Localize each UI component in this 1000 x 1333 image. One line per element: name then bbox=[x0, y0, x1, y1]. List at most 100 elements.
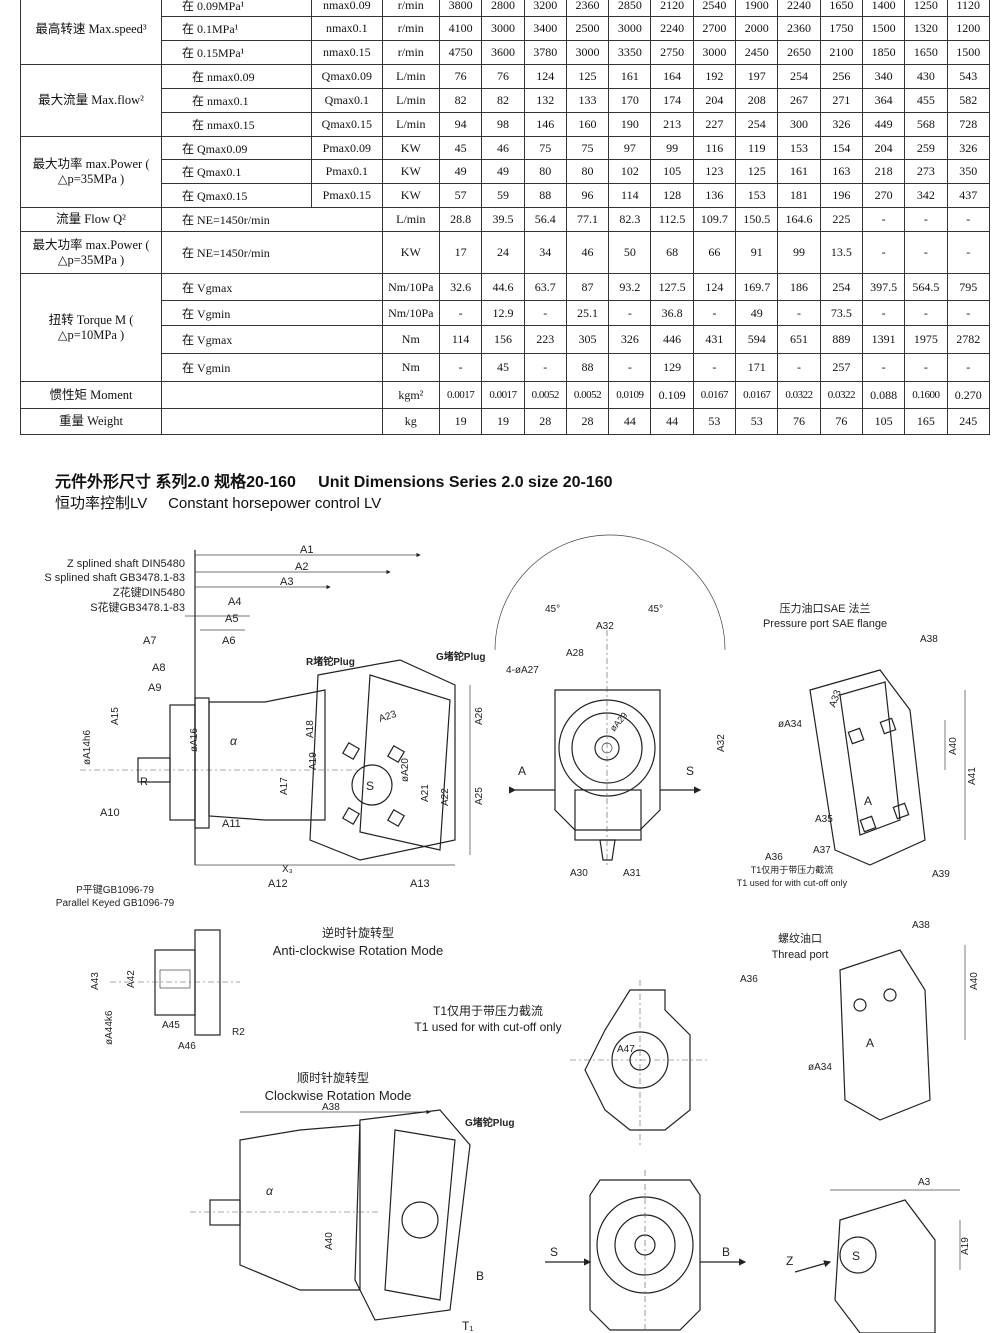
clockwise-cn: 顺时针旋转型 bbox=[297, 1070, 369, 1085]
port-s-front: S bbox=[686, 764, 694, 778]
value-cell: 0.109 bbox=[650, 381, 694, 409]
value-cell: 2800 bbox=[481, 0, 525, 17]
value-cell: 66 bbox=[692, 231, 737, 274]
value-cell: 2540 bbox=[692, 0, 737, 17]
value-cell: 245 bbox=[946, 408, 991, 435]
value-cell: 1500 bbox=[861, 16, 906, 41]
value-cell: 543 bbox=[946, 64, 991, 89]
value-cell: 270 bbox=[861, 183, 906, 208]
unit-cell: r/min bbox=[381, 40, 441, 65]
anticlockwise-cn: 逆时针旋转型 bbox=[322, 925, 394, 940]
front-view-pump: 45° 45° A32 A28 4-øA27 A32 øA29 A S A30 … bbox=[494, 534, 727, 879]
value-cell: 80 bbox=[523, 159, 567, 184]
value-cell: 204 bbox=[692, 88, 737, 113]
value-cell: 254 bbox=[819, 273, 863, 301]
value-cell: 73.5 bbox=[819, 300, 863, 326]
value-cell: 96 bbox=[565, 183, 610, 208]
value-cell: 161 bbox=[608, 64, 652, 89]
value-cell: 153 bbox=[777, 136, 821, 160]
value-cell: 36.8 bbox=[650, 300, 694, 326]
value-cell: 449 bbox=[861, 112, 906, 137]
value-cell: 1250 bbox=[904, 0, 948, 17]
value-cell: 136 bbox=[692, 183, 737, 208]
value-cell: 0.1600 bbox=[904, 381, 948, 409]
value-cell: 0.0017 bbox=[438, 381, 483, 409]
value-cell: 364 bbox=[861, 88, 906, 113]
dim-a9: A9 bbox=[148, 682, 161, 694]
value-cell: 437 bbox=[946, 183, 991, 208]
bottom-right-view: A3 S Z A19 bbox=[786, 1177, 971, 1333]
dim-a47: A47 bbox=[617, 1044, 635, 1055]
value-cell: 12.9 bbox=[481, 300, 525, 326]
value-cell: 91 bbox=[735, 231, 779, 274]
unit-cell: KW bbox=[381, 159, 441, 184]
dim-a14: øA14h6 bbox=[82, 730, 93, 765]
value-cell: - bbox=[608, 300, 652, 326]
value-cell: 305 bbox=[565, 325, 610, 354]
value-cell: 123 bbox=[692, 159, 737, 184]
unit-cell: KW bbox=[381, 231, 441, 274]
value-cell: 28 bbox=[523, 408, 567, 435]
value-cell: 273 bbox=[904, 159, 948, 184]
value-cell: 116 bbox=[692, 136, 737, 160]
value-cell: 1391 bbox=[861, 325, 906, 354]
dim-a22: A22 bbox=[440, 788, 451, 806]
value-cell: 0.0017 bbox=[481, 381, 525, 409]
row-group-label: 最大流量 Max.flow² bbox=[19, 64, 163, 137]
thread-port-en: Thread port bbox=[772, 949, 829, 961]
dim-a34: øA34 bbox=[778, 719, 802, 730]
value-cell: 94 bbox=[438, 112, 483, 137]
unit-cell: KW bbox=[381, 136, 441, 160]
value-cell: 45 bbox=[438, 136, 483, 160]
value-cell: 1650 bbox=[819, 0, 863, 17]
value-cell: 133 bbox=[565, 88, 610, 113]
symbol-cell: Pmax0.09 bbox=[311, 136, 383, 160]
value-cell: 82 bbox=[438, 88, 483, 113]
value-cell: - bbox=[861, 300, 906, 326]
row-group-label: 最高转速 Max.speed³ bbox=[19, 0, 163, 65]
value-cell: 169.7 bbox=[735, 273, 779, 301]
value-cell: 32.6 bbox=[438, 273, 483, 301]
value-cell: 44.6 bbox=[481, 273, 525, 301]
dim-a38-mid: A38 bbox=[912, 920, 930, 931]
value-cell: 125 bbox=[735, 159, 779, 184]
symbol-cell: Pmax0.1 bbox=[311, 159, 383, 184]
value-cell: 204 bbox=[861, 136, 906, 160]
value-cell: - bbox=[777, 300, 821, 326]
value-cell: 128 bbox=[650, 183, 694, 208]
value-cell: 208 bbox=[735, 88, 779, 113]
anticlockwise-en: Anti-clockwise Rotation Mode bbox=[273, 943, 444, 958]
pressure-port-view: 压力油口SAE 法兰 Pressure port SAE flange A38 … bbox=[737, 601, 978, 888]
clockwise-front-view: S B bbox=[545, 1170, 747, 1333]
value-cell: 87 bbox=[565, 273, 610, 301]
value-cell: 1320 bbox=[904, 16, 948, 41]
value-cell: 326 bbox=[819, 112, 863, 137]
pressure-port-cn: 压力油口SAE 法兰 bbox=[779, 601, 870, 615]
value-cell: 28 bbox=[565, 408, 610, 435]
value-cell: 340 bbox=[861, 64, 906, 89]
value-cell: 132 bbox=[523, 88, 567, 113]
symbol-cell: nmax0.09 bbox=[311, 0, 383, 17]
value-cell: 150.5 bbox=[735, 207, 779, 232]
parallel-key-en: Parallel Keyed GB1096-79 bbox=[56, 898, 175, 909]
unit-cell: Nm bbox=[381, 325, 441, 354]
dim-a10: A10 bbox=[100, 807, 120, 819]
dim-a40: A40 bbox=[948, 737, 959, 755]
value-cell: - bbox=[692, 353, 737, 382]
value-cell: 3000 bbox=[692, 40, 737, 65]
value-cell: 76 bbox=[438, 64, 483, 89]
value-cell: 218 bbox=[861, 159, 906, 184]
value-cell: - bbox=[946, 231, 991, 274]
value-cell: 0.0322 bbox=[777, 381, 821, 409]
port-t1-label: T₁ bbox=[462, 1319, 473, 1333]
symbol-cell: Qmax0.1 bbox=[311, 88, 383, 113]
dim-a38-bottom: A38 bbox=[322, 1102, 340, 1113]
value-cell: 342 bbox=[904, 183, 948, 208]
value-cell: 13.5 bbox=[819, 231, 863, 274]
value-cell: 594 bbox=[735, 325, 779, 354]
row-group-label: 流量 Flow Q² bbox=[19, 207, 163, 232]
